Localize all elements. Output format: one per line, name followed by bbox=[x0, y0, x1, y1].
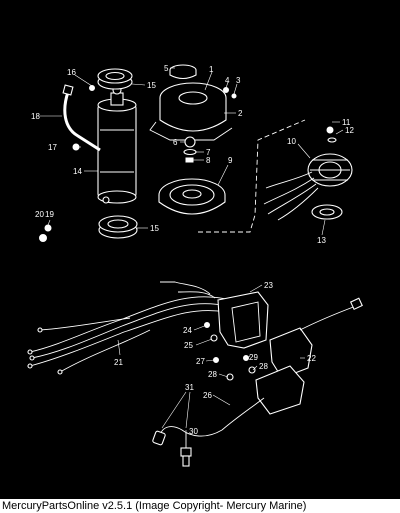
nut-20 bbox=[39, 234, 47, 242]
callout-12: 12 bbox=[345, 126, 354, 135]
callout-27: 27 bbox=[196, 357, 205, 366]
callout-15b: 15 bbox=[150, 224, 159, 233]
callout-1: 1 bbox=[209, 65, 214, 74]
screw-27 bbox=[213, 357, 219, 363]
callout-18: 18 bbox=[31, 112, 40, 121]
callout-28b: 28 bbox=[259, 362, 268, 371]
callout-14: 14 bbox=[73, 167, 82, 176]
footer-copyright: MercuryPartsOnline v2.5.1 (Image Copyrig… bbox=[0, 499, 400, 513]
callout-24: 24 bbox=[183, 326, 192, 335]
washer-19 bbox=[44, 224, 52, 232]
switch-box-upper bbox=[269, 297, 363, 379]
washer-28a bbox=[226, 373, 234, 381]
callout-13: 13 bbox=[317, 236, 326, 245]
callout-10: 10 bbox=[287, 137, 296, 146]
screw-29 bbox=[243, 355, 249, 361]
callout-29: 29 bbox=[249, 353, 258, 362]
spark-plug-lead bbox=[152, 426, 223, 467]
nut-6 bbox=[184, 136, 196, 148]
callout-19: 19 bbox=[45, 210, 54, 219]
callout-5: 5 bbox=[164, 64, 169, 73]
key-8 bbox=[185, 157, 194, 163]
trigger bbox=[311, 204, 343, 220]
washer-7 bbox=[183, 148, 197, 156]
starter-cable bbox=[63, 91, 101, 152]
callout-22: 22 bbox=[307, 354, 316, 363]
grommet-12 bbox=[327, 137, 337, 143]
rotor-cover bbox=[149, 82, 233, 141]
stator-leads bbox=[263, 171, 319, 221]
washer-28b bbox=[248, 366, 256, 374]
callout-3: 3 bbox=[236, 76, 241, 85]
flywheel bbox=[158, 178, 226, 215]
callout-16: 16 bbox=[67, 68, 76, 77]
callout-2: 2 bbox=[238, 109, 243, 118]
callout-20: 20 bbox=[35, 210, 44, 219]
wire-harness bbox=[27, 281, 231, 375]
callout-15a: 15 bbox=[147, 81, 156, 90]
callout-30: 30 bbox=[189, 427, 198, 436]
callout-28a: 28 bbox=[208, 370, 217, 379]
callout-8: 8 bbox=[206, 156, 211, 165]
callout-25: 25 bbox=[184, 341, 193, 350]
stator bbox=[307, 153, 353, 187]
parts-diagram: 1 2 3 4 5 6 7 8 9 10 11 12 13 14 15 15 1… bbox=[27, 64, 363, 467]
callout-6: 6 bbox=[173, 138, 178, 147]
callout-7: 7 bbox=[206, 148, 211, 157]
callout-26: 26 bbox=[203, 391, 212, 400]
washer-3 bbox=[231, 93, 237, 99]
cap-5 bbox=[169, 64, 197, 80]
alignment-guide bbox=[198, 119, 306, 233]
callout-31: 31 bbox=[185, 383, 194, 392]
callout-9: 9 bbox=[228, 156, 233, 165]
bracket bbox=[217, 291, 269, 349]
callout-11: 11 bbox=[342, 118, 351, 127]
switch-box-lower bbox=[221, 365, 305, 431]
callout-23: 23 bbox=[264, 281, 273, 290]
leader-lines bbox=[40, 67, 344, 440]
screw-4 bbox=[223, 87, 229, 93]
starter-motor bbox=[97, 85, 137, 204]
bolt-16 bbox=[89, 85, 95, 91]
stator-screw-11 bbox=[326, 126, 334, 134]
grommet-25 bbox=[210, 334, 218, 342]
callout-17: 17 bbox=[48, 143, 57, 152]
drive-cap-bottom bbox=[98, 215, 138, 239]
callout-4: 4 bbox=[225, 76, 230, 85]
callout-21: 21 bbox=[114, 358, 123, 367]
drive-cap-top bbox=[97, 68, 133, 90]
